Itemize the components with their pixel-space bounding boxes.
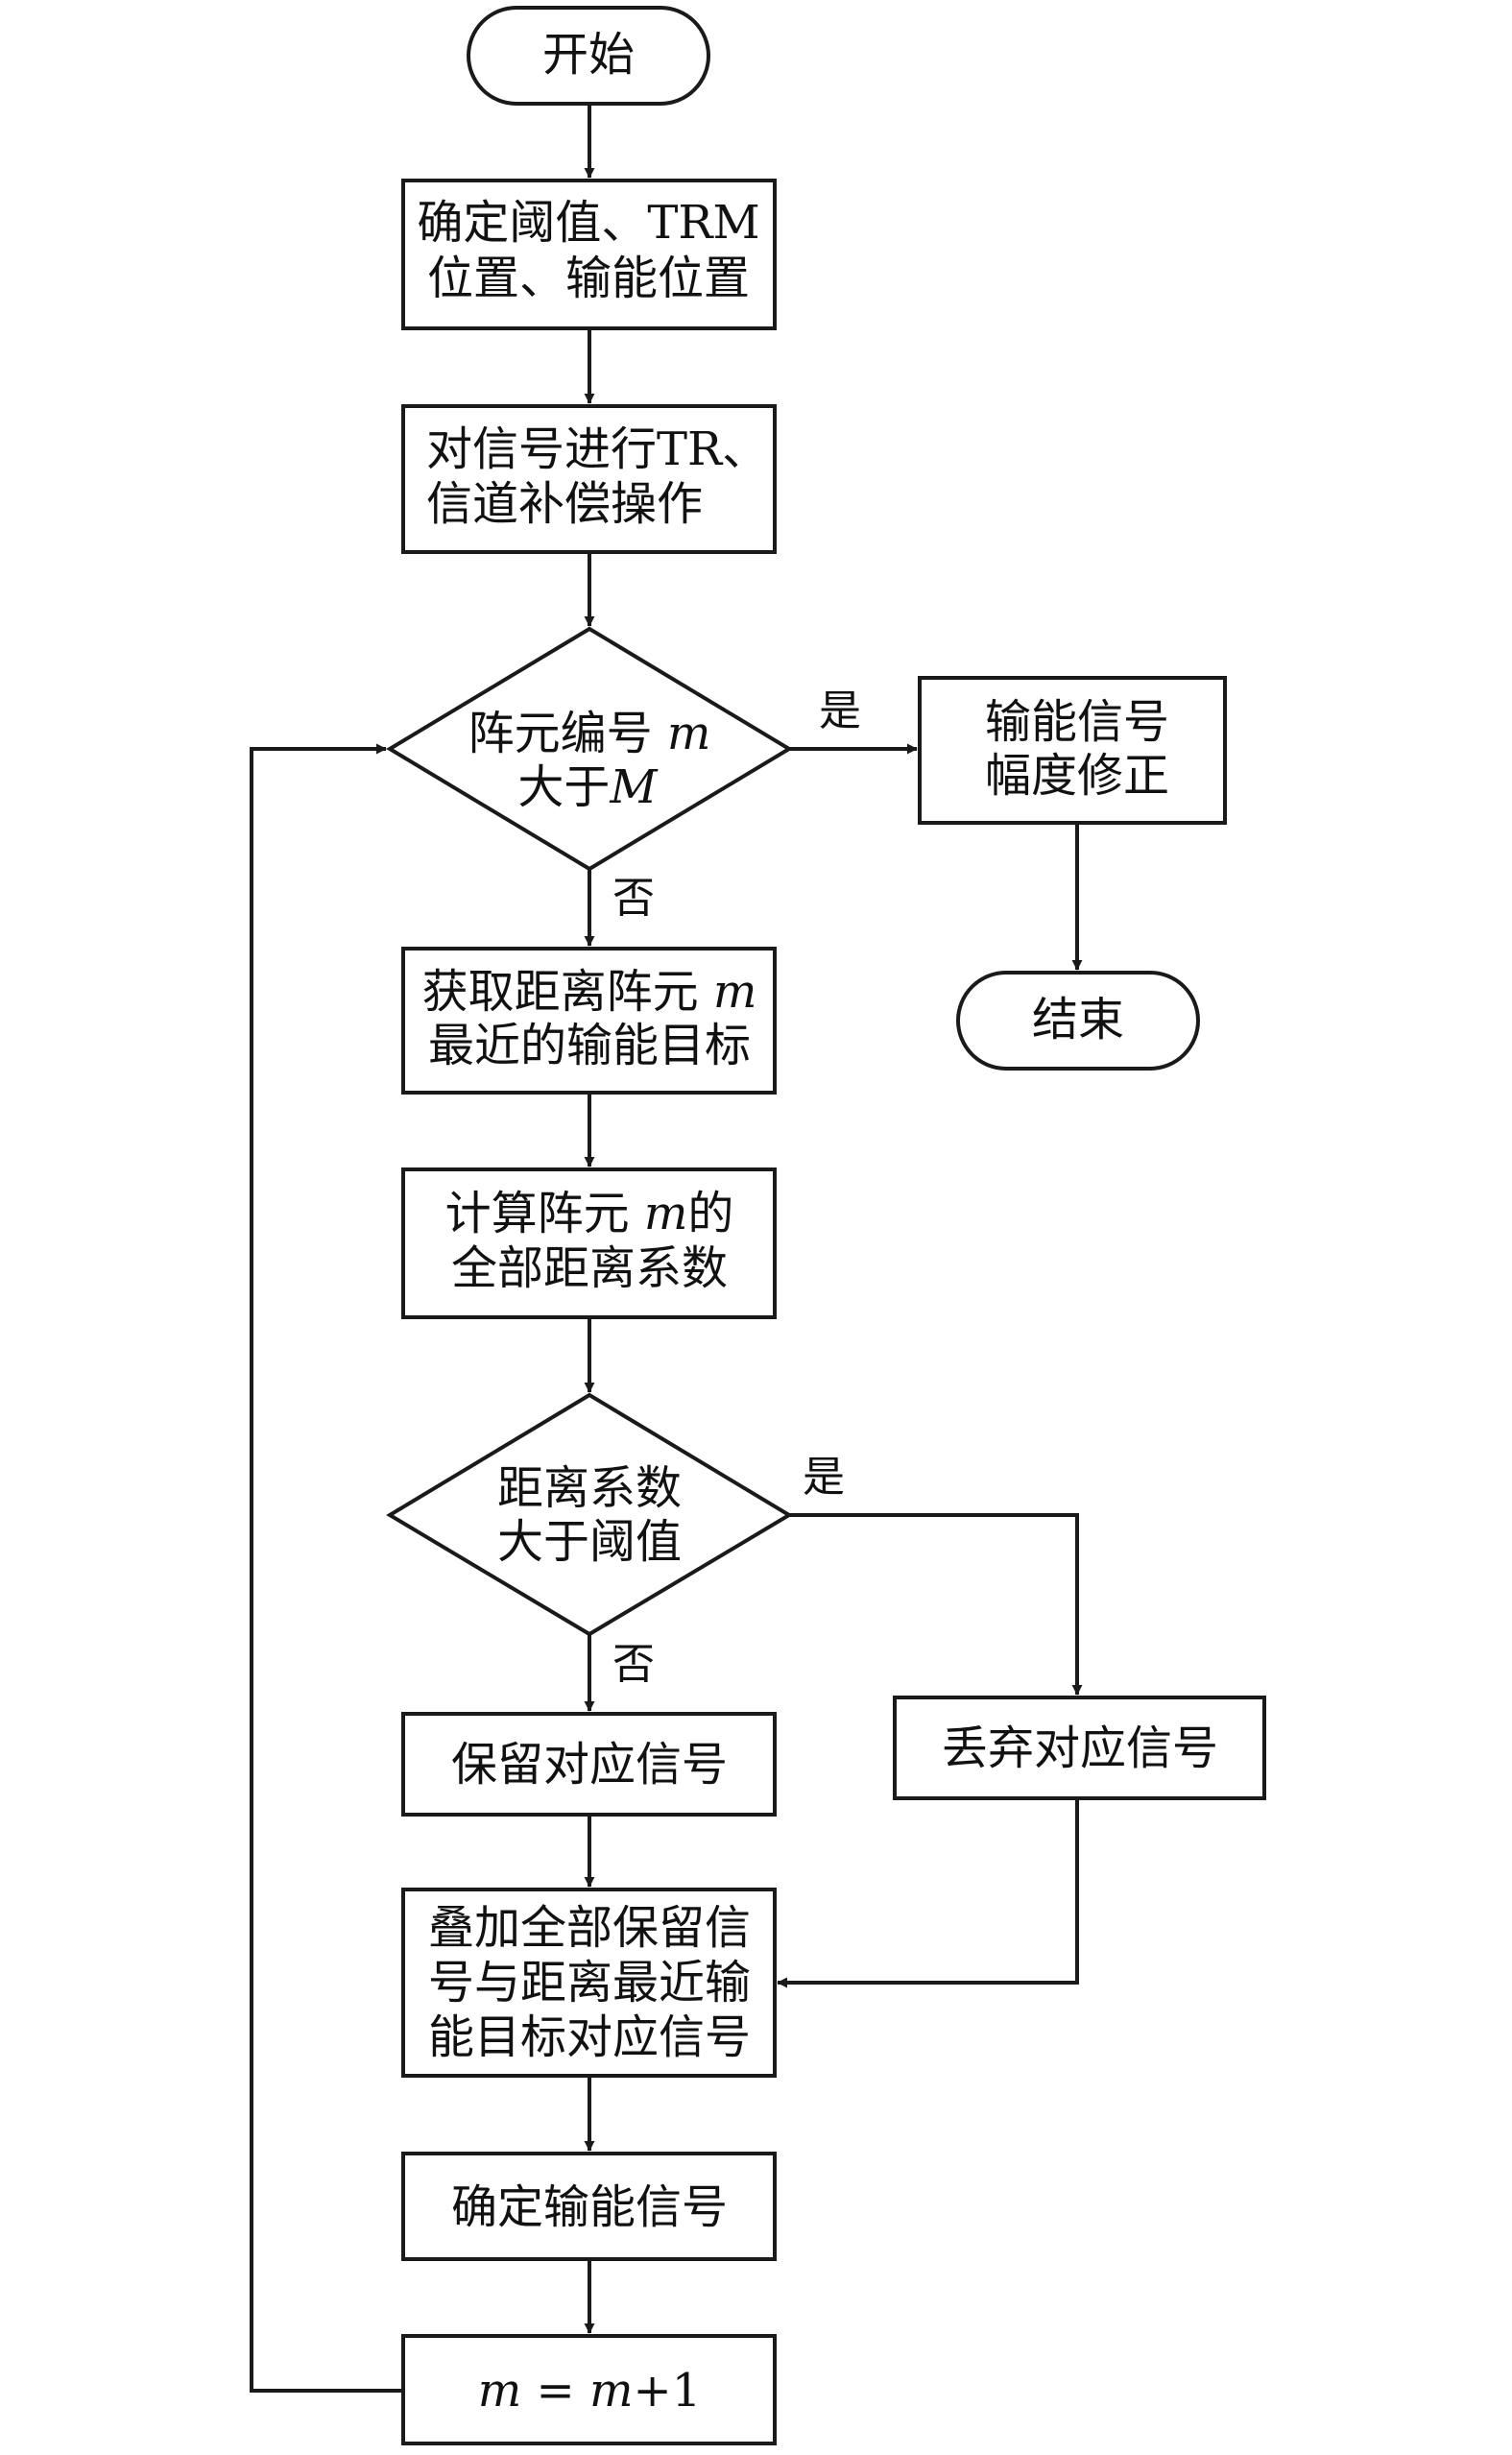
keep-box: 保留对应信号 — [401, 1712, 777, 1817]
sum-line-1: 叠加全部保留信 — [428, 1901, 751, 1955]
amp-fix-line-2: 幅度修正 — [985, 749, 1169, 803]
amp-fix-box: 输能信号 幅度修正 — [918, 676, 1227, 825]
sum-line-3: 能目标对应信号 — [428, 2010, 751, 2064]
condition-m-line-1: 阵元编号 m — [468, 707, 711, 760]
condition-m-line-2: 大于M — [517, 760, 659, 814]
increment-box: m = m+1 — [401, 2334, 777, 2445]
thresholds-box: 确定阈值、TRM 位置、输能位置 — [401, 179, 777, 330]
tr-ops-box: 对信号进行TR、 信道补偿操作 — [401, 404, 777, 554]
tr-ops-line-1: 对信号进行TR、 — [426, 422, 768, 476]
condition-coef-line-2: 大于阈值 — [497, 1515, 682, 1569]
condition-coef-diamond: 距离系数 大于阈值 — [386, 1392, 793, 1637]
discard-box: 丢弃对应信号 — [893, 1696, 1266, 1800]
arrow-loop-back — [250, 743, 403, 2393]
start-label: 开始 — [542, 28, 635, 82]
thresholds-line-2: 位置、输能位置 — [427, 252, 750, 305]
keep-label: 保留对应信号 — [451, 1738, 728, 1792]
thresholds-line-1: 确定阈值、TRM — [417, 196, 759, 250]
condition-coef-line-1: 距离系数 — [497, 1461, 682, 1515]
sum-box: 叠加全部保留信 号与距离最近输 能目标对应信号 — [401, 1888, 777, 2078]
increment-label: m = m+1 — [478, 2364, 702, 2418]
coef-line-1: 计算阵元 m的 — [445, 1187, 734, 1240]
branch-yes-label-m: 是 — [819, 686, 861, 735]
arrow-cond-coef-yes — [789, 1513, 1083, 1696]
coef-line-2: 全部距离系数 — [451, 1241, 728, 1295]
arrow-discard-to-sum — [777, 1798, 1079, 1988]
branch-no-label-m: 否 — [612, 874, 655, 923]
start-terminal: 开始 — [467, 6, 710, 106]
end-label: 结束 — [1032, 993, 1124, 1047]
nearest-line-1: 获取距离阵元 m — [422, 965, 757, 1019]
end-terminal: 结束 — [956, 971, 1200, 1071]
sum-line-2: 号与距离最近输 — [428, 1956, 751, 2010]
determine-label: 确定输能信号 — [451, 2180, 728, 2234]
connectors — [250, 104, 1083, 2393]
nearest-line-2: 最近的输能目标 — [428, 1019, 751, 1072]
amp-fix-line-1: 输能信号 — [985, 695, 1169, 749]
tr-ops-line-2: 信道补偿操作 — [426, 477, 703, 531]
nearest-target-box: 获取距离阵元 m 最近的输能目标 — [401, 947, 777, 1095]
branch-yes-label-coef: 是 — [803, 1453, 845, 1502]
branch-no-label-coef: 否 — [612, 1640, 655, 1689]
condition-m-diamond: 阵元编号 m 大于M — [386, 626, 793, 872]
determine-box: 确定输能信号 — [401, 2152, 777, 2261]
discard-label: 丢弃对应信号 — [942, 1721, 1218, 1775]
coef-box: 计算阵元 m的 全部距离系数 — [401, 1167, 777, 1319]
